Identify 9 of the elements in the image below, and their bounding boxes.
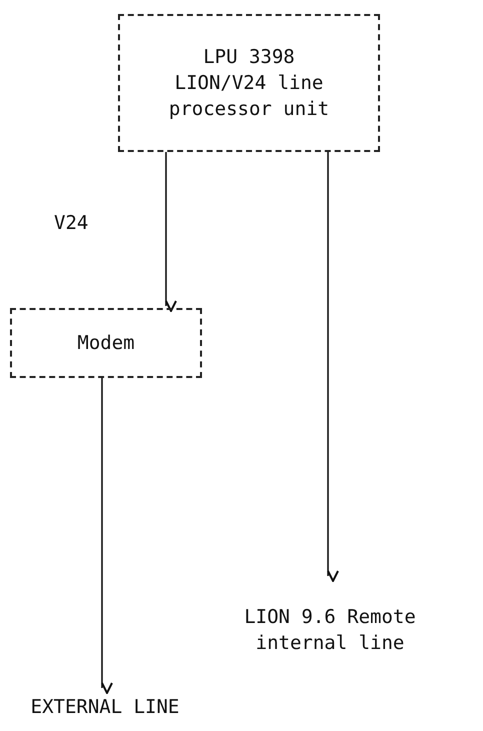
arrow	[327, 152, 339, 582]
box-label: LPU 3398 LION/V24 line processor unit	[168, 45, 330, 122]
process-box	[10, 308, 202, 378]
arrow	[101, 378, 113, 694]
line-label: LION 9.6 Remote internal line	[243, 605, 417, 656]
arrow	[165, 152, 177, 312]
process-box	[118, 14, 380, 152]
line-label: EXTERNAL LINE	[30, 695, 180, 720]
box-label: Modem	[76, 331, 136, 356]
